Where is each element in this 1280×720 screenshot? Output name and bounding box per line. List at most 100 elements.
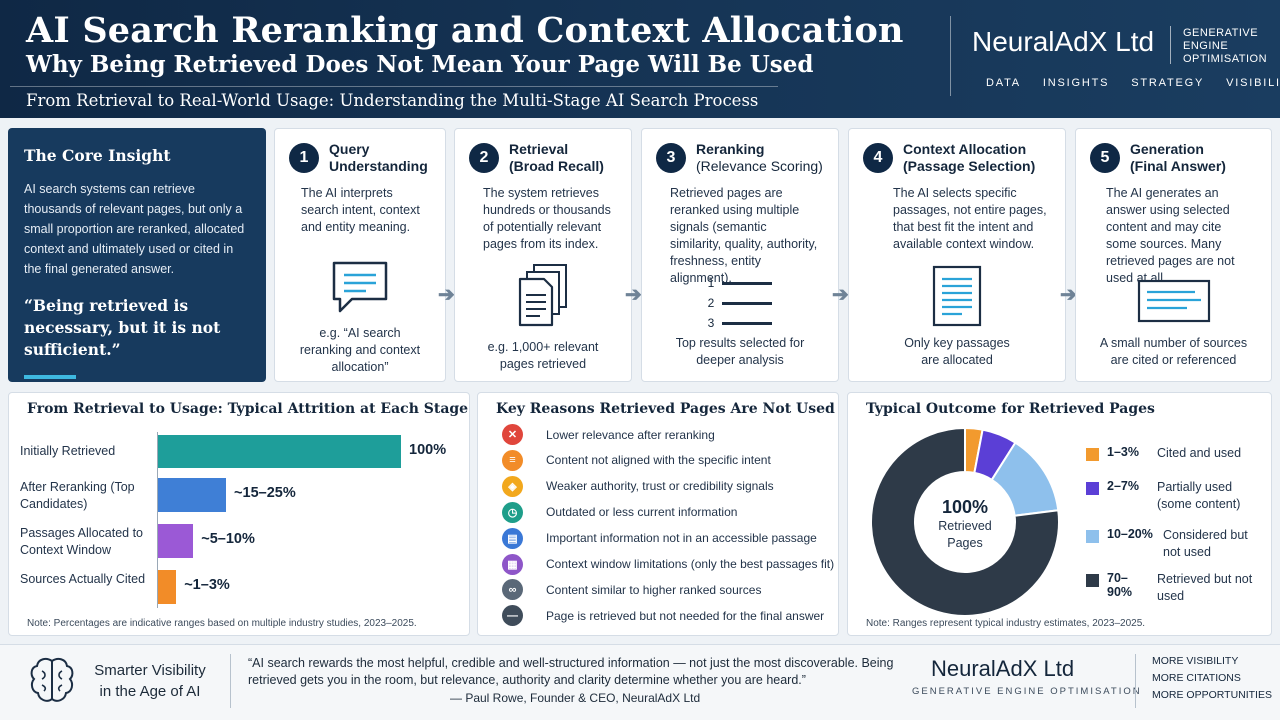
rank-number: 1: [707, 276, 715, 290]
attrition-bar: [158, 478, 227, 512]
attrition-label: Passages Allocated to Context Window: [20, 526, 143, 557]
reason-item: ∞Content similar to higher ranked source…: [502, 579, 761, 601]
step-number: 3: [656, 143, 686, 173]
link-icon: ∞: [502, 579, 523, 601]
rank-number: 2: [707, 296, 715, 310]
benefit-opportunities: MORE OPPORTUNITIES: [1152, 689, 1272, 701]
footer-quote: “AI search rewards the most helpful, cre…: [248, 656, 894, 687]
brand-nav: DATA INSIGHTS STRATEGY VISIBILITY: [986, 77, 1280, 89]
reason-text: Important information not in an accessib…: [546, 531, 817, 546]
donut-center-label: Retrieved Pages: [938, 519, 992, 550]
attrition-value: 100%: [409, 442, 447, 458]
step-title: Context Allocation: [903, 141, 1027, 157]
core-insight-quote: “Being retrieved is necessary, but it is…: [24, 296, 221, 359]
step-example: A small number of sources are cited or r…: [1099, 336, 1248, 367]
nav-item-data: DATA: [986, 77, 1021, 89]
attrition-value: ~15–25%: [234, 485, 296, 501]
reason-item: — Page is retrieved but not needed for th…: [502, 605, 825, 627]
step-number: 4: [863, 143, 893, 173]
document-icon: ≡: [502, 449, 523, 471]
page-title: AI Search Reranking and Context Allocati…: [26, 10, 904, 51]
attrition-axis: [157, 432, 158, 608]
attrition-label: After Reranking (Top Candidates): [20, 480, 135, 511]
step-title-2: Understanding: [329, 158, 428, 174]
passage-icon: [849, 265, 1065, 327]
brand-divider: [1170, 26, 1171, 64]
step-title: Reranking: [696, 141, 765, 157]
step-description: Retrieved pages are reranked using multi…: [670, 186, 818, 285]
legend-range: 10–20%: [1107, 527, 1153, 541]
page-tagline: From Retrieval to Real-World Usage: Unde…: [26, 91, 759, 110]
header-banner: AI Search Reranking and Context Allocati…: [0, 0, 1280, 118]
attrition-bar: [158, 435, 401, 468]
step-example: e.g. “AI search reranking and context al…: [299, 326, 421, 374]
legend-item: 1–3% Cited and used: [1086, 445, 1257, 462]
page-icon: ▤: [502, 527, 523, 549]
outcome-note: Note: Ranges represent typical industry …: [866, 618, 1146, 629]
footer-slogan: Smarter Visibility in the Age of AI: [94, 662, 206, 700]
outcome-title: Typical Outcome for Retrieved Pages: [866, 401, 1155, 417]
step-description: The AI generates an answer using selecte…: [1106, 186, 1235, 285]
reason-item: ◈Weaker authority, trust or credibility …: [502, 475, 774, 497]
brand-logo: NeuralAdX Ltd: [972, 26, 1155, 57]
step-query-understanding: 1 Query Understanding The AI interprets …: [274, 128, 446, 382]
minus-icon: —: [502, 605, 523, 627]
nav-item-strategy: STRATEGY: [1131, 77, 1205, 89]
core-insight-text: AI search systems can retrieve thousands…: [24, 182, 245, 276]
legend-item: 2–7%Partially used (some content): [1086, 479, 1257, 513]
legend-swatch: [1086, 530, 1099, 543]
step-example: Top results selected for deeper analysis: [675, 336, 805, 367]
header-divider: [950, 16, 951, 96]
benefit-visibility: MORE VISIBILITY: [1152, 655, 1239, 667]
attrition-panel: From Retrieval to Usage: Typical Attriti…: [8, 392, 470, 636]
reasons-panel: Key Reasons Retrieved Pages Are Not Used: [477, 392, 839, 636]
donut-slice: [870, 426, 1060, 617]
clock-icon: ◷: [502, 501, 523, 523]
page-subtitle: Why Being Retrieved Does Not Mean Your P…: [26, 51, 814, 78]
window-icon: ▦: [502, 553, 523, 575]
answer-icon: [1076, 279, 1271, 323]
legend-label: Cited and used: [1157, 446, 1242, 460]
legend-swatch: [1086, 482, 1099, 495]
step-context-allocation: 4 Context Allocation (Passage Selection)…: [848, 128, 1066, 382]
attrition-title: From Retrieval to Usage: Typical Attriti…: [27, 401, 469, 417]
brain-icon: [28, 655, 76, 712]
step-title: Retrieval: [509, 141, 569, 157]
donut-center: 100% Retrieved Pages: [915, 497, 1015, 552]
accent-bar: [24, 375, 76, 379]
core-insight-title: The Core Insight: [24, 146, 171, 165]
step-number: 5: [1090, 143, 1120, 173]
brand-subtitle: GENERATIVE ENGINE OPTIMISATION: [1183, 27, 1268, 65]
rank-number: 3: [707, 316, 715, 330]
reason-item: ✕ Lower relevance after reranking: [502, 424, 715, 445]
legend-label: Retrieved but not used: [1157, 572, 1253, 603]
footer-brand: NeuralAdX Ltd: [931, 656, 1075, 681]
reason-text: Content not aligned with the specific in…: [546, 453, 771, 468]
step-description: The system retrieves hundreds or thousan…: [483, 186, 611, 251]
x-icon: ✕: [502, 424, 523, 445]
step-retrieval: 2 Retrieval (Broad Recall) The system re…: [454, 128, 632, 382]
reason-text: Page is retrieved but not needed for the…: [546, 608, 825, 623]
arrow-right-icon: ➔: [625, 284, 642, 306]
step-description: The AI interprets search intent, context…: [301, 186, 420, 234]
nav-item-insights: INSIGHTS: [1042, 77, 1110, 89]
reason-text: Context window limitations (only the bes…: [546, 557, 835, 571]
attrition-label: Sources Actually Cited: [20, 572, 146, 586]
footer-quote-author: — Paul Rowe, Founder & CEO, NeuralAdX Lt…: [450, 691, 701, 705]
attrition-value: ~5–10%: [201, 531, 255, 547]
legend-item: 10–20%Considered but not used: [1086, 527, 1263, 561]
reason-item: ▤ Important information not in an accessi…: [502, 527, 817, 549]
step-description: The AI selects specific passages, not en…: [893, 186, 1047, 251]
step-title-2: (Relevance Scoring): [696, 158, 823, 174]
arrow-right-icon: ➔: [832, 284, 849, 306]
step-title-2: (Broad Recall): [509, 158, 604, 174]
step-number: 1: [289, 143, 319, 173]
reasons-title: Key Reasons Retrieved Pages Are Not Used: [496, 401, 835, 417]
attrition-value: ~1–3%: [184, 577, 230, 593]
footer-divider: [1135, 654, 1136, 708]
reason-text: Lower relevance after reranking: [546, 427, 715, 442]
legend-range: 1–3%: [1107, 445, 1139, 459]
step-title-2: (Passage Selection): [903, 158, 1036, 174]
core-insight-panel: The Core Insight AI search systems can r…: [8, 128, 266, 382]
legend-range: 70–90%: [1107, 571, 1133, 599]
